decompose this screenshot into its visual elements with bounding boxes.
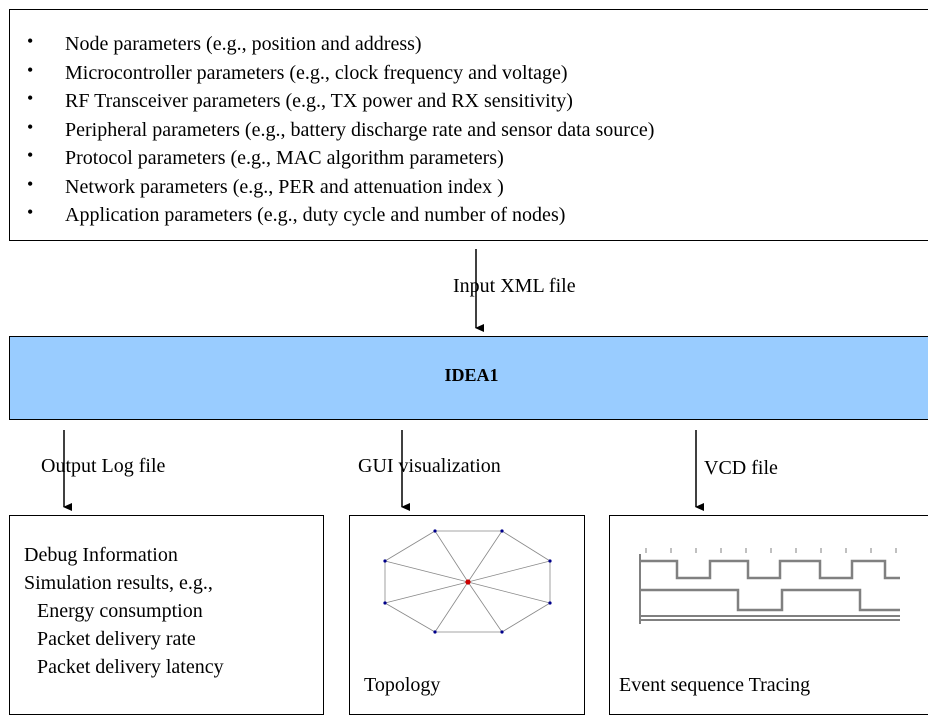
bullet-icon: • [27,145,34,165]
topology-node [383,601,387,605]
parameters-box: •Node parameters (e.g., position and add… [9,9,928,241]
waveform-view [639,548,900,624]
topology-edge [384,602,436,633]
topology-edge [384,581,469,604]
topology-edge [384,560,469,583]
topology-edge [467,581,503,633]
vcd-box: Event sequence Tracing [609,515,928,715]
topology-edge [434,530,469,583]
topology-edge [467,581,551,604]
output-log-label: Output Log file [41,455,166,477]
topology-graph [383,529,552,634]
bullet-icon: • [27,88,34,108]
idea1-block: IDEA1 [9,336,928,420]
topology-edge [384,530,436,562]
log-output-box: Debug Information Simulation results, e.… [9,515,324,715]
idea1-title: IDEA1 [444,365,499,385]
arrows-layer [63,249,704,511]
input-xml-label: Input XML file [453,275,576,297]
bullet-icon: • [27,59,34,80]
topology-caption: Topology [364,674,441,696]
gui-visualization-label: GUI visualization [358,455,501,477]
topology-center-node [465,579,471,585]
topology-edge [501,602,551,633]
topology-edge [467,530,503,583]
topology-node [500,529,504,533]
topology-box: Topology [349,515,585,715]
bullet-icon: • [27,173,34,194]
topology-node [383,559,387,563]
topology-node [433,529,437,533]
vcd-file-label: VCD file [704,457,778,479]
sim-results-text: Simulation results, e.g., [24,572,213,594]
debug-info-text: Debug Information [24,544,178,566]
event-tracing-caption: Event sequence Tracing [619,674,811,696]
topology-edge [434,581,469,633]
topology-node [500,630,504,634]
topology-node [433,630,437,634]
topology-node [548,601,552,605]
result-item: Packet delivery rate [37,628,196,650]
bullet-icon: • [27,116,34,137]
result-item: Energy consumption [37,600,203,622]
topology-node [548,559,552,563]
bullet-icon: • [27,31,34,51]
bullet-icon: • [27,202,34,222]
waveform-signal [640,588,900,612]
waveform-signal [640,559,900,580]
topology-edge [501,530,551,562]
topology-edge [467,560,551,583]
result-item: Packet delivery latency [37,656,224,678]
